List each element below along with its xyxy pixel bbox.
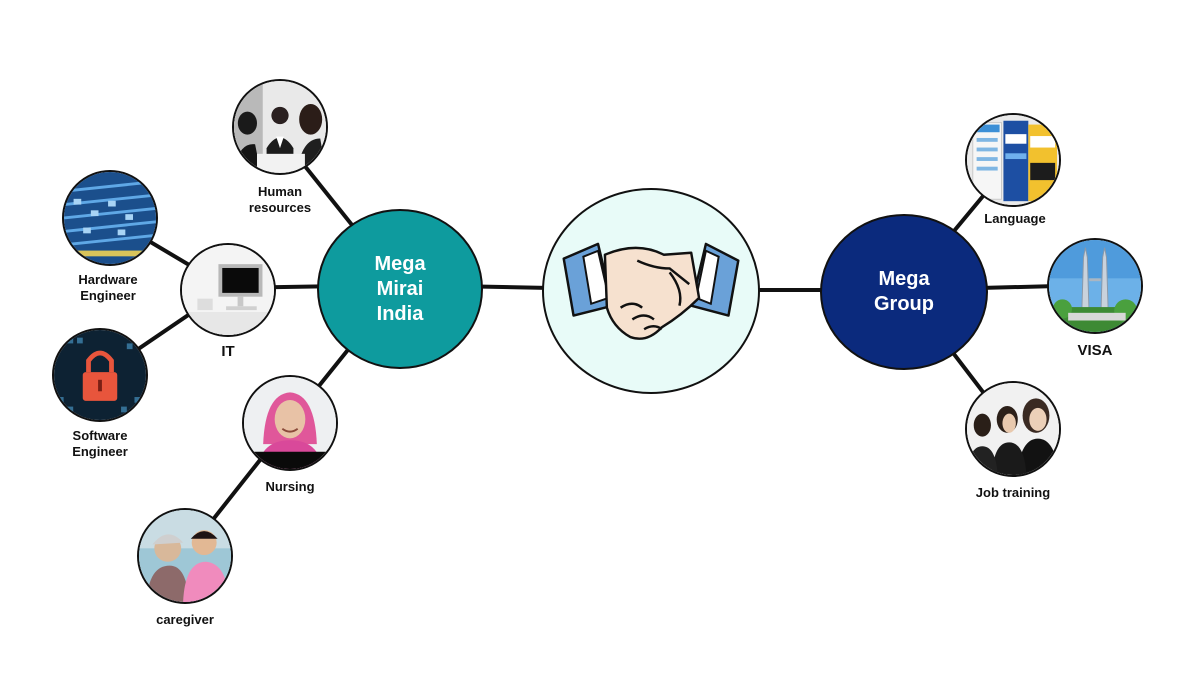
hub-left-line3: India <box>376 302 424 325</box>
handshake-node <box>542 188 760 394</box>
magazine-photo-icon <box>967 115 1059 205</box>
computer-photo-icon <box>182 245 274 335</box>
caregiver-label: caregiver <box>156 612 214 627</box>
software-engineer-node <box>52 328 148 422</box>
caregiver-node <box>137 508 233 604</box>
human-resources-label: Human resources <box>249 184 311 216</box>
job-training-label: Job training <box>975 485 1051 500</box>
padlock-photo-icon <box>54 330 146 420</box>
software-engineer-label-line2: Engineer <box>72 444 128 459</box>
language-node <box>965 113 1061 207</box>
handshake-icon <box>562 242 740 340</box>
meeting-photo-icon <box>234 81 326 173</box>
visa-label: VISA <box>1077 342 1113 359</box>
towers-photo-icon <box>1049 240 1141 332</box>
human-resources-node <box>232 79 328 175</box>
nursing-node <box>242 375 338 471</box>
hub-mega-group: Mega Group <box>820 214 988 370</box>
it-label: IT <box>221 343 235 360</box>
hardware-engineer-label-line1: Hardware <box>78 272 138 287</box>
caregiver-photo-icon <box>139 510 231 602</box>
software-engineer-label: Software Engineer <box>72 428 128 460</box>
trainees-photo-icon <box>967 383 1059 475</box>
human-resources-label-line2: resources <box>248 200 312 215</box>
language-label: Language <box>984 211 1046 226</box>
nursing-label: Nursing <box>265 479 315 494</box>
visa-node <box>1047 238 1143 334</box>
hub-right-line1: Mega <box>878 268 930 290</box>
human-resources-label-line1: Human <box>257 184 303 199</box>
hub-left-line2: Mirai <box>376 277 424 300</box>
job-training-node <box>965 381 1061 477</box>
hardware-engineer-node <box>62 170 158 266</box>
hub-left-line1: Mega <box>374 252 426 275</box>
network-cables-photo-icon <box>64 172 156 264</box>
hub-right-line2: Group <box>874 293 934 315</box>
hardware-engineer-label: Hardware Engineer <box>78 272 137 304</box>
hub-mega-mirai-india: Mega Mirai India <box>317 209 483 369</box>
it-node <box>180 243 276 337</box>
software-engineer-label-line1: Software <box>72 428 128 443</box>
hardware-engineer-label-line2: Engineer <box>80 288 136 303</box>
nurse-photo-icon <box>244 377 336 469</box>
